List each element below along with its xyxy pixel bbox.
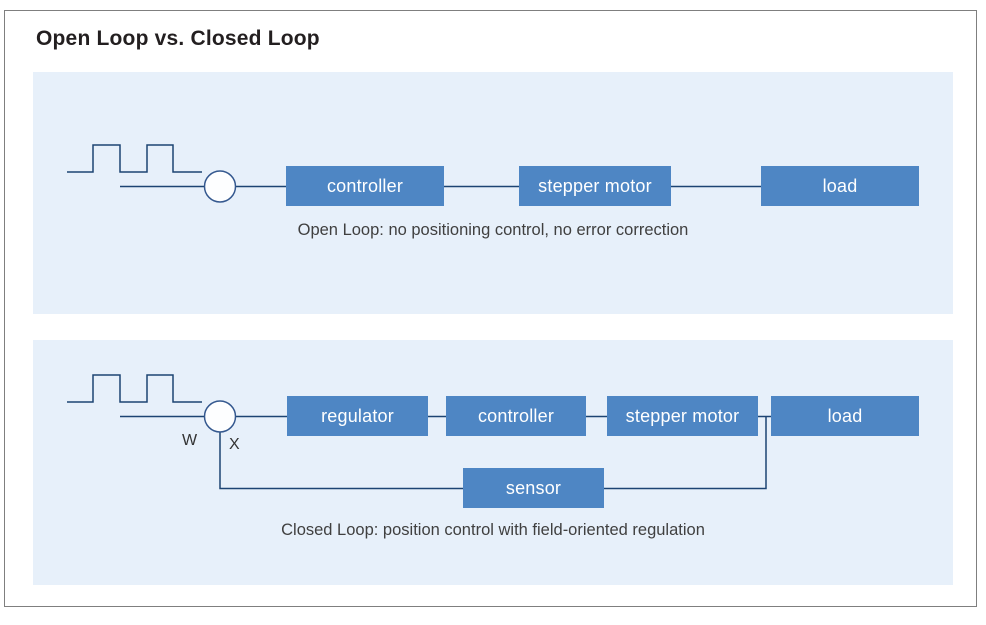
open-loop-caption: Open Loop: no positioning control, no er… (297, 221, 689, 239)
closed-loop-controller-block: controller (446, 396, 586, 436)
pulse-train-icon (67, 374, 202, 403)
summing-junction (203, 400, 237, 433)
open-loop-controller-block: controller (286, 166, 444, 206)
closed-loop-panel (33, 340, 953, 585)
closed-loop-sensor-block: sensor (463, 468, 604, 508)
open-loop-load-block: load (761, 166, 919, 206)
closed-loop-regulator-block: regulator (287, 396, 428, 436)
closed-loop-load-block: load (771, 396, 919, 436)
page-title: Open Loop vs. Closed Loop (36, 27, 320, 50)
summing-junction (203, 170, 237, 203)
open-loop-stepper-motor-block: stepper motor (519, 166, 671, 206)
feedback-return-line (219, 432, 463, 490)
feedback-pickoff-line (604, 416, 767, 490)
closed-loop-stepper-motor-block: stepper motor (607, 396, 758, 436)
setpoint-signal-label: W (182, 432, 198, 449)
actual-value-signal-label: X (229, 436, 240, 453)
closed-loop-caption: Closed Loop: position control with field… (281, 521, 705, 539)
pulse-train-icon (67, 144, 202, 173)
